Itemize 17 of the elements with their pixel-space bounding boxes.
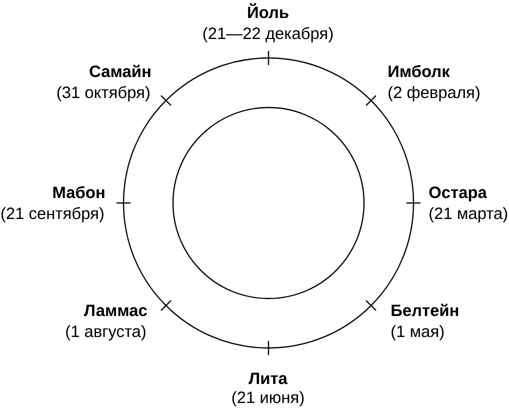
- inner-circle: [172, 106, 365, 300]
- festival-name: Белтейн: [392, 304, 458, 316]
- festival-date: (21 сентября): [1, 206, 104, 222]
- festival-date: (2 февраля): [388, 86, 480, 102]
- festival-name: Лита: [248, 372, 288, 384]
- festival-date: (31 октября): [57, 86, 150, 102]
- festival-date: (21—22 декабря): [203, 26, 333, 42]
- festival-date: (21 июня): [232, 391, 304, 406]
- festival-name: Остара: [429, 186, 488, 202]
- festival-name: Ламмас: [84, 304, 147, 316]
- festival-date: (1 августа): [66, 325, 146, 340]
- festival-date: (1 мая): [392, 325, 444, 340]
- festival-name: Йоль: [248, 3, 288, 18]
- festival-name: Самайн: [90, 64, 150, 78]
- festival-name: Имболк: [388, 64, 450, 78]
- festival-date: (21 марта): [430, 207, 508, 222]
- festival-name: Мабон: [53, 186, 104, 198]
